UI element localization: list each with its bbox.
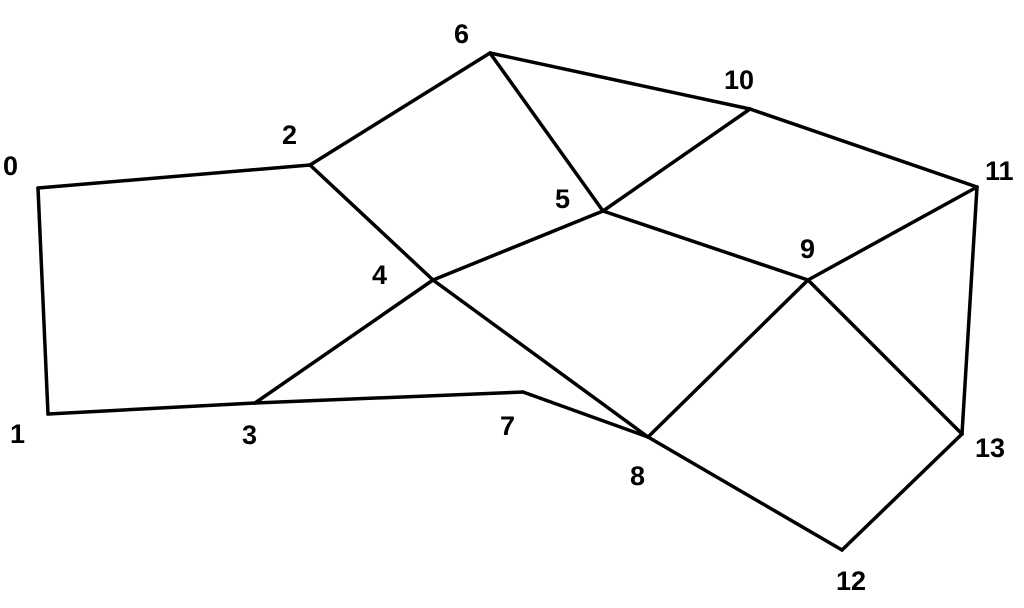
edge-0-1	[36, 186, 50, 416]
edge-4-8	[431, 278, 650, 439]
edge-8-12	[646, 435, 844, 552]
node-label-1: 1	[10, 419, 25, 449]
node-label-0: 0	[3, 151, 18, 181]
node-label-7: 7	[500, 411, 515, 441]
edge-2-6	[308, 51, 492, 167]
edge-1-3	[46, 401, 257, 416]
edge-0-2	[36, 163, 312, 190]
node-label-13: 13	[975, 433, 1005, 463]
node-label-9: 9	[800, 234, 815, 264]
node-label-10: 10	[724, 65, 754, 95]
node-label-11: 11	[985, 156, 1014, 186]
edge-5-9	[601, 209, 810, 282]
edge-9-8	[646, 278, 810, 439]
node-label-12: 12	[836, 566, 866, 596]
edge-3-7	[253, 390, 525, 405]
edge-2-4	[308, 163, 435, 282]
node-label-5: 5	[555, 184, 570, 214]
edge-7-8	[521, 390, 650, 439]
edge-3-4	[253, 278, 435, 405]
node-label-6: 6	[454, 19, 469, 49]
edge-12-13	[840, 432, 964, 552]
edge-10-11	[748, 107, 979, 189]
node-label-4: 4	[372, 260, 387, 290]
edges-layer	[36, 51, 979, 552]
node-label-3: 3	[242, 420, 257, 450]
edge-6-10	[488, 51, 752, 111]
edge-4-5	[431, 209, 605, 282]
edge-6-5	[488, 51, 605, 213]
node-label-2: 2	[282, 120, 297, 150]
node-label-8: 8	[630, 461, 645, 491]
edge-9-11	[806, 185, 979, 282]
edge-5-10	[601, 107, 752, 213]
edge-9-13	[806, 278, 964, 436]
edge-11-13	[960, 185, 979, 436]
